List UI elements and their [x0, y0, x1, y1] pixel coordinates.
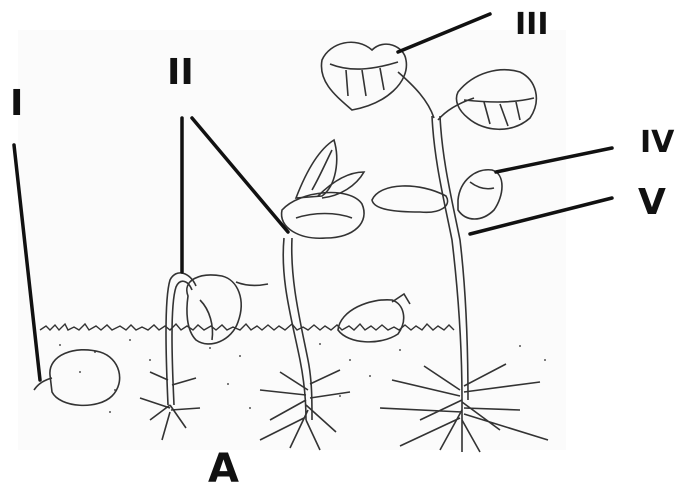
label-stage-iii: III: [515, 10, 549, 40]
figure-caption-letter: A: [208, 449, 239, 489]
label-stage-v: V: [638, 185, 666, 221]
label-stage-ii: II: [167, 55, 194, 91]
label-stage-i: I: [10, 86, 23, 122]
label-stage-iv: IV: [640, 128, 674, 158]
